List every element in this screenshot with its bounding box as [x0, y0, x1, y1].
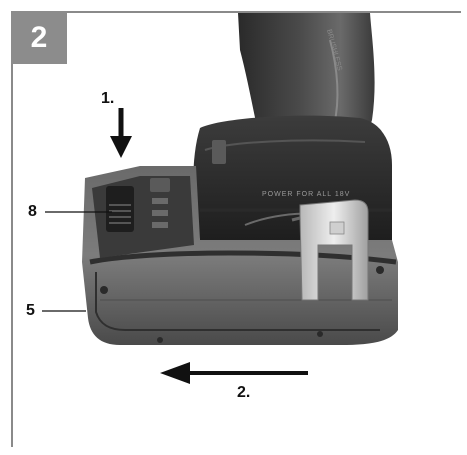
callout-step-2: 2. [237, 384, 251, 401]
svg-text:POWER FOR ALL 18V: POWER FOR ALL 18V [262, 191, 350, 198]
belt-clip [291, 199, 369, 301]
callout-part-5: 5 [26, 302, 35, 319]
arrow-down-press [110, 108, 132, 158]
callout-step-1: 1. [101, 90, 115, 107]
figure-number-badge: 2 [11, 11, 67, 64]
figure-frame [11, 11, 461, 447]
callout-part-8: 8 [28, 203, 37, 220]
arrow-left-slide [160, 362, 308, 384]
battery-release-button [92, 176, 194, 258]
